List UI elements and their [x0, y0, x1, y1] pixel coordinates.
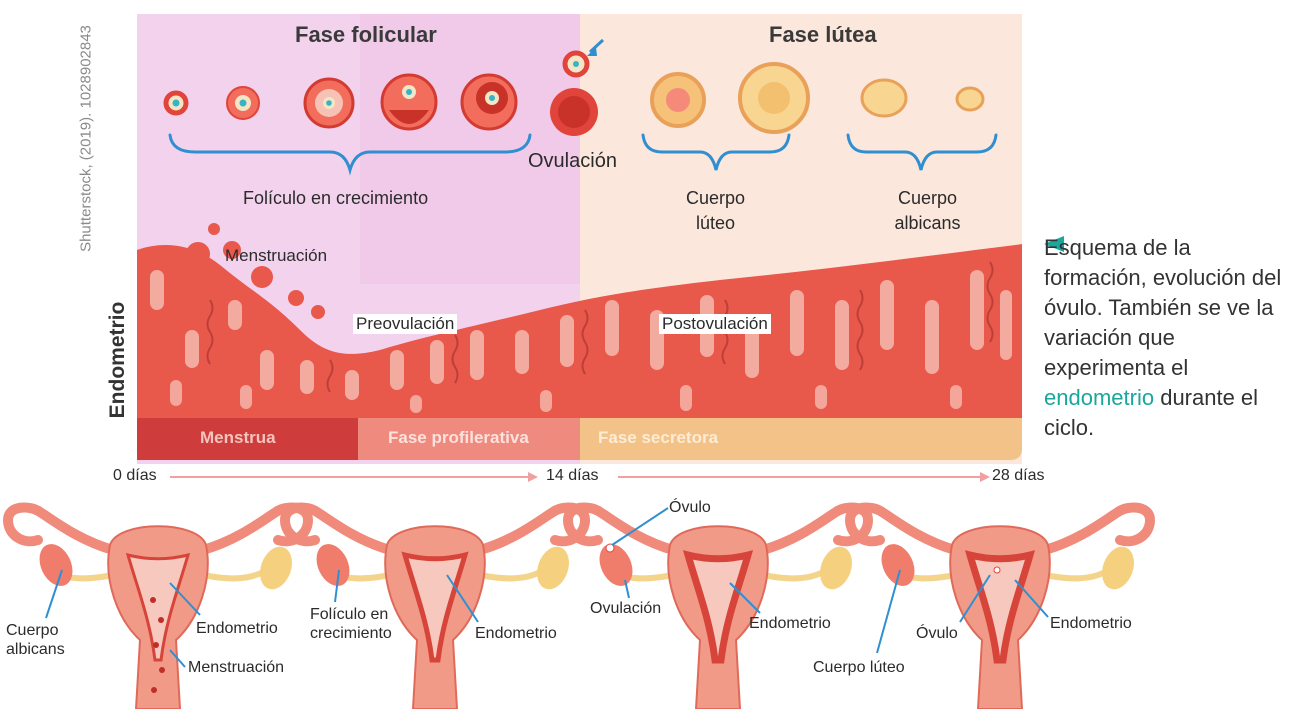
image-credit: Shutterstock, (2019). 1028902843 [78, 0, 95, 289]
phase-title-follicular: Fase folicular [295, 22, 437, 48]
label-ovulation: Ovulación [528, 150, 617, 173]
fallopian-tube-left [8, 507, 113, 550]
label-corpus-albicans-2: albicans [890, 213, 965, 234]
menstruation-bubble [288, 290, 304, 306]
preovulation-shade [360, 14, 580, 284]
band-label-proliferative: Fase profilerativa [388, 428, 529, 448]
label-corpus-albicans-1: Cuerpo [890, 188, 965, 209]
ovary-left [33, 539, 79, 592]
label-corpus-luteum-2: lúteo [683, 213, 748, 234]
ovarian-ligament-right [1045, 572, 1105, 578]
menstruation-bubble [186, 242, 210, 266]
label-growing-follicle: Folículo en crecimiento [243, 188, 428, 209]
menstrual-drop [158, 617, 164, 623]
label-preovulation: Preovulación [353, 314, 457, 334]
timeline-end: 28 días [992, 467, 1044, 485]
ovary-left [875, 539, 921, 592]
ovarian-ligament-right [203, 572, 263, 578]
fallopian-tube-right [1045, 507, 1150, 550]
u1-label-corpus-albicans: Cuerpo albicans [6, 621, 65, 659]
caption-text: Esquema de la formación, evolución del ó… [1044, 235, 1281, 380]
u4-label-ovum: Óvulo [916, 625, 958, 643]
u4-label-endometrium: Endometrio [1050, 615, 1132, 633]
menstrual-drop [151, 687, 157, 693]
figure-caption: Esquema de la formación, evolución del ó… [1044, 233, 1299, 443]
menstrual-drop [159, 667, 165, 673]
endometrium-axis-label: Endometrio [106, 300, 130, 420]
u3-label-ovum: Óvulo [669, 499, 711, 517]
ovary-right [531, 542, 574, 594]
timeline-start: 0 días [113, 467, 157, 485]
menstruation-bubble [251, 266, 273, 288]
label-menstruation: Menstruación [225, 246, 327, 266]
ovary-right [1096, 542, 1139, 594]
timeline-mid: 14 días [546, 467, 598, 485]
label-corpus-luteum-1: Cuerpo [683, 188, 748, 209]
ovarian-ligament-right [480, 572, 540, 578]
menstrual-drop [153, 642, 159, 648]
band-label-secretory: Fase secretora [598, 428, 718, 448]
label-postovulation: Postovulación [659, 314, 771, 334]
ovary-right [254, 542, 297, 594]
u1-label-endometrium: Endometrio [196, 620, 278, 638]
menstruation-bubble [208, 223, 220, 235]
u4-label-corpus-luteum: Cuerpo lúteo [813, 659, 905, 677]
ovary-right [814, 542, 857, 594]
u1-label-menstruation: Menstruación [188, 659, 284, 677]
ovarian-ligament-right [763, 572, 823, 578]
u2-label-growing-follicle: Folículo en crecimiento [310, 605, 392, 643]
ovary-left [593, 539, 639, 592]
phase-title-luteal: Fase lútea [769, 22, 877, 48]
ovary-left [310, 539, 356, 592]
menstrual-drop [150, 597, 156, 603]
u3-label-ovulation: Ovulación [590, 600, 661, 618]
ovum-marker [994, 567, 1000, 573]
caption-highlight: endometrio [1044, 385, 1154, 410]
u3-label-endometrium: Endometrio [749, 615, 831, 633]
menstruation-bubble [311, 305, 325, 319]
u2-label-endometrium: Endometrio [475, 625, 557, 643]
uterus-illustrations [8, 507, 1150, 709]
band-label-menstrual: Menstrua [200, 428, 276, 448]
